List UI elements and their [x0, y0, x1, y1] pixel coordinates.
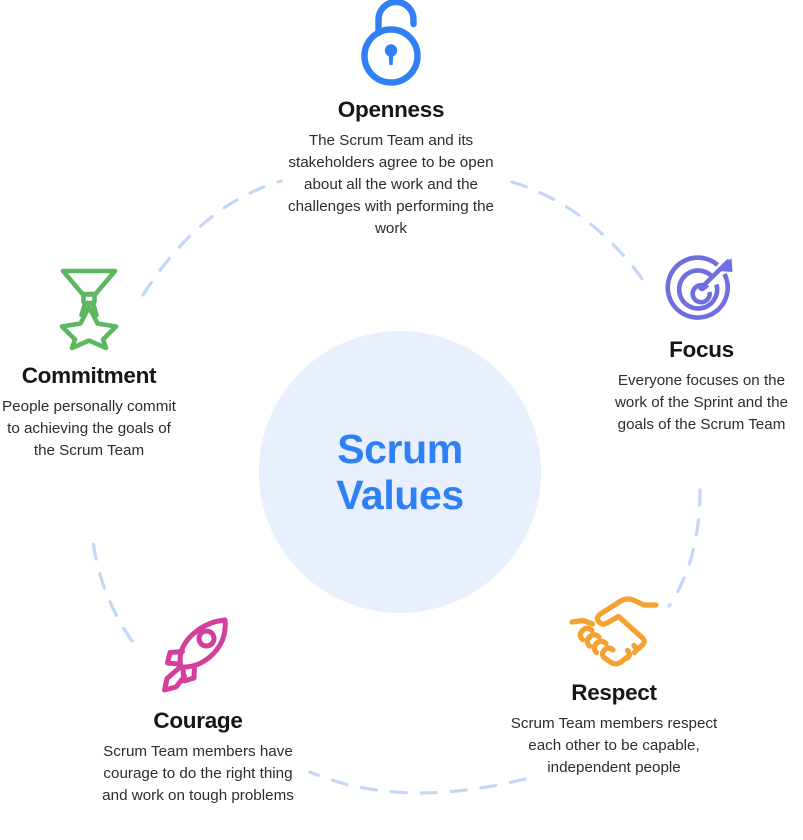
value-description-respect: Scrum Team members respect each other to… [510, 715, 718, 776]
value-description-courage: Scrum Team members have courage to do th… [102, 743, 294, 804]
value-title-courage: Courage [153, 708, 243, 733]
handshake-icon [508, 592, 720, 668]
arc-focus-respect [667, 488, 702, 608]
target-arrow-icon [600, 247, 803, 327]
value-node-openness[interactable]: Openness The Scrum Team and its stakehol… [276, 0, 506, 239]
value-title-respect: Respect [571, 680, 657, 705]
value-node-focus[interactable]: Focus Everyone focuses on the work of th… [600, 247, 803, 436]
medal-star-icon [0, 265, 178, 353]
value-node-respect[interactable]: Respect Scrum Team members respect each … [508, 592, 720, 779]
arc-respect-courage [308, 770, 527, 795]
value-title-openness: Openness [337, 97, 445, 122]
center-hub: Scrum Values [259, 331, 541, 613]
center-title-line-1: Scrum [337, 425, 463, 472]
center-title: Scrum Values [336, 426, 464, 519]
rocket-icon [92, 612, 304, 696]
value-title-focus: Focus [669, 337, 734, 362]
value-node-courage[interactable]: Courage Scrum Team members have courage … [92, 612, 304, 807]
open-padlock-icon [276, 0, 506, 88]
value-description-openness: The Scrum Team and its stakeholders agre… [288, 132, 494, 237]
value-description-commitment: People personally commit to achieving th… [2, 398, 176, 459]
center-title-line-2: Values [336, 472, 464, 518]
value-description-focus: Everyone focuses on the work of the Spri… [614, 372, 789, 433]
value-node-commitment[interactable]: Commitment People personally commit to a… [0, 265, 178, 462]
value-title-commitment: Commitment [21, 363, 157, 388]
